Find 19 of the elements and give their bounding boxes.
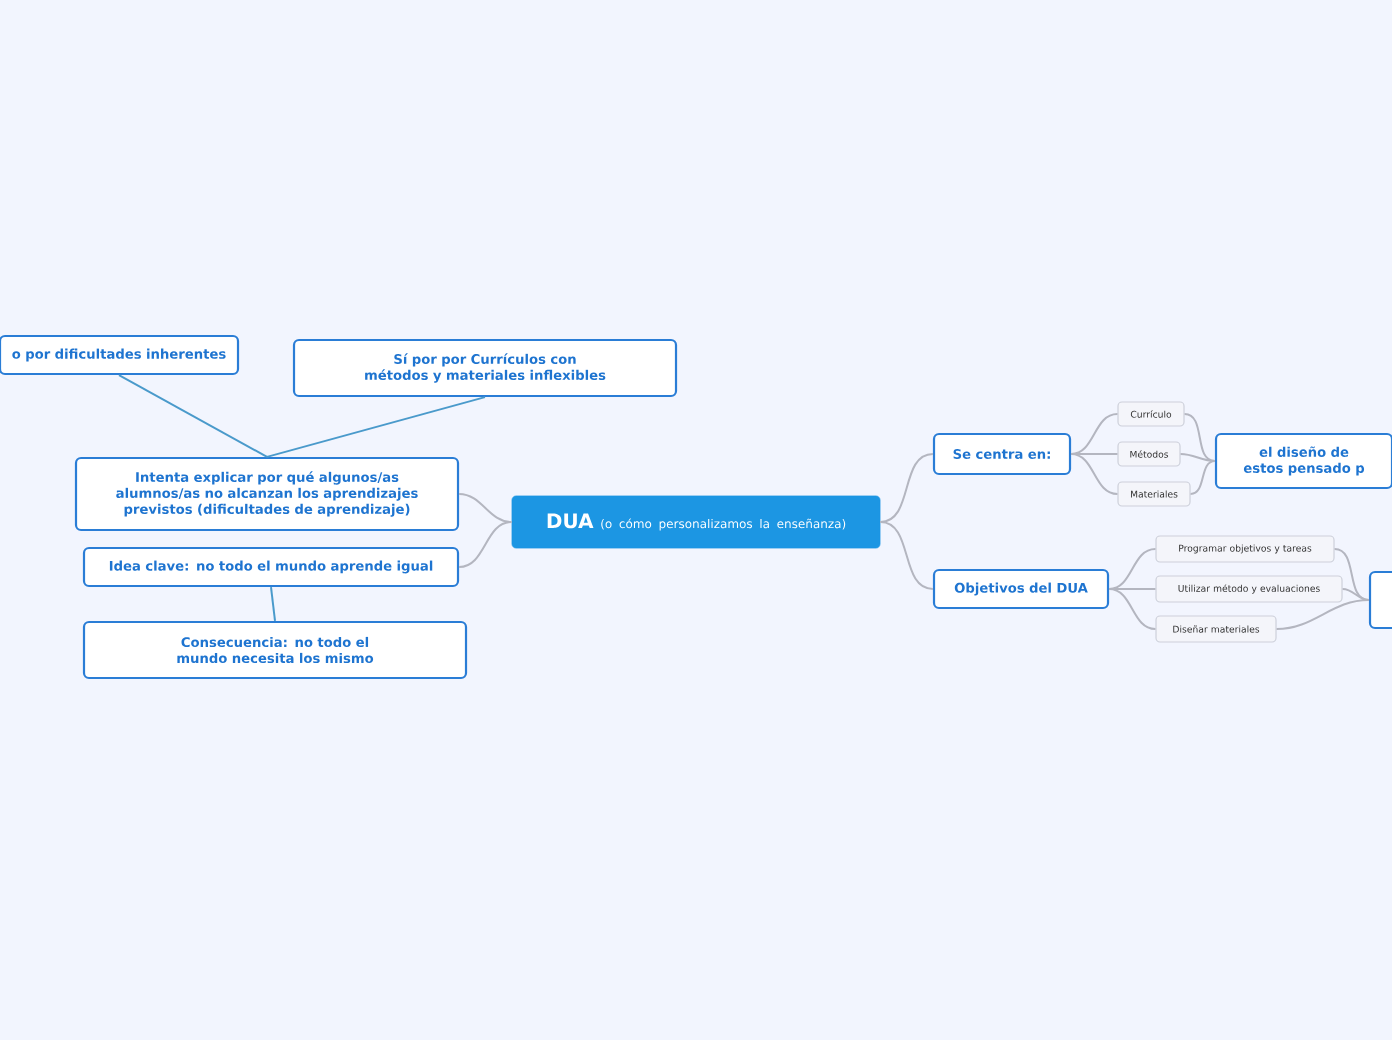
connector-line [1179, 453, 1216, 462]
connector-line [1189, 460, 1216, 495]
connector-line [879, 453, 934, 523]
connector-line [1183, 413, 1216, 462]
connector-line [270, 586, 276, 622]
connector-line [1108, 548, 1157, 590]
connector-line [1070, 453, 1119, 455]
connector-line [266, 396, 486, 458]
connector-line [458, 521, 513, 568]
connector-line [118, 374, 268, 458]
connector-line [1070, 413, 1119, 455]
connector-line [1341, 588, 1370, 601]
connector-line [1108, 588, 1157, 590]
empty-box [1368, 570, 1392, 630]
connector-line [1275, 599, 1370, 630]
connector-line [1070, 453, 1119, 495]
connector-line [1108, 588, 1157, 630]
connector-line [458, 493, 513, 523]
connector-line [879, 521, 934, 590]
